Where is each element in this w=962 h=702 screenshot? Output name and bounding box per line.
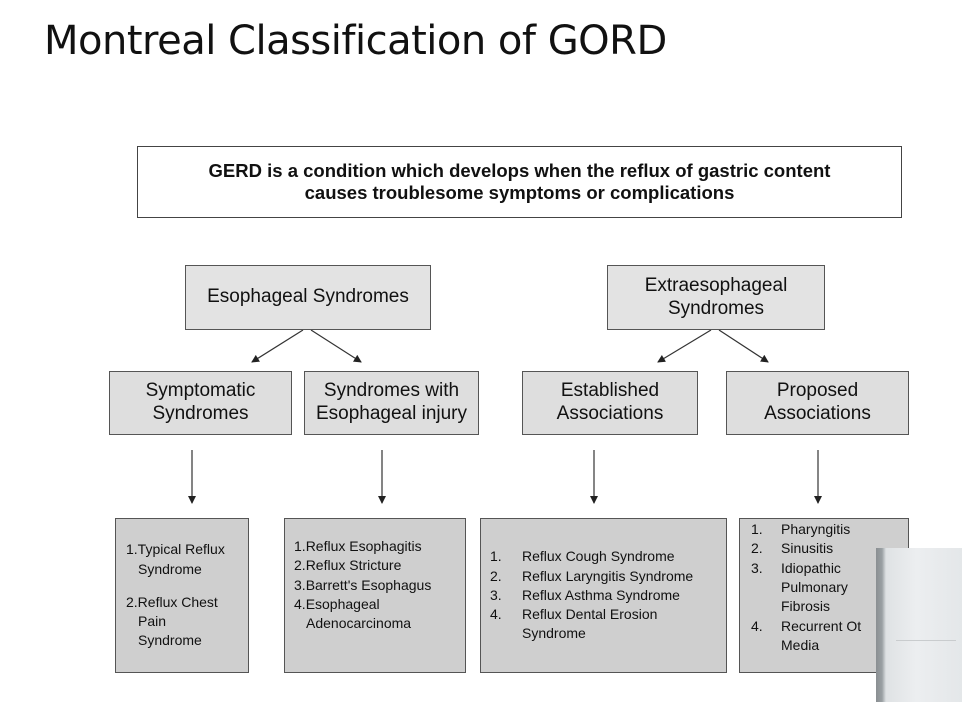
- established-associations-list-box: 1.Reflux Cough Syndrome 2.Reflux Laryngi…: [480, 518, 727, 673]
- list-item: 2.Reflux Chest: [126, 593, 218, 610]
- extraesophageal-syndromes-box: Extraesophageal Syndromes: [607, 265, 825, 330]
- list-item: Pulmonary: [781, 578, 848, 595]
- esophageal-syndromes-label: Esophageal Syndromes: [207, 286, 409, 308]
- list-item: 1.Reflux Cough Syndrome: [490, 548, 675, 565]
- esophageal-injury-list-box: 1. Reflux Esophagitis 2. Reflux Strictur…: [284, 518, 466, 673]
- list-item: 3.Idiopathic: [751, 559, 841, 576]
- list-item: 2. Reflux Stricture: [294, 557, 402, 574]
- arrow-esophageal-to-injury: [310, 329, 362, 363]
- symptomatic-syndromes-box: Symptomatic Syndromes: [109, 371, 292, 435]
- injury-line-2: Esophageal injury: [315, 403, 468, 424]
- established-associations-box: Established Associations: [522, 371, 698, 435]
- extraesophageal-line-1: Extraesophageal: [644, 274, 788, 296]
- proposed-associations-box: Proposed Associations: [726, 371, 909, 435]
- list-item: Adenocarcinoma: [306, 615, 412, 632]
- list-item: 3. Barrett's Esophagus: [294, 576, 432, 593]
- list-item: 4.Esophageal: [294, 595, 380, 612]
- list-item: Syndrome: [138, 632, 202, 649]
- arrow-extraesophageal-to-established: [657, 329, 712, 363]
- list-item: 4.Recurrent Ot: [751, 617, 862, 634]
- list-item: Media: [781, 636, 820, 653]
- esophageal-syndromes-box: Esophageal Syndromes: [185, 265, 431, 330]
- list-item: 2.Reflux Laryngitis Syndrome: [490, 567, 694, 584]
- list-item: Pain: [138, 613, 167, 630]
- arrow-extraesophageal-to-proposed: [718, 329, 769, 363]
- list-item: 2.Sinusitis: [751, 540, 834, 557]
- definition-line-2: causes troublesome symptoms or complicat…: [304, 182, 735, 203]
- proposed-line-1: Proposed: [776, 380, 859, 402]
- list-item: Syndrome: [138, 560, 202, 577]
- paper-fold-line: [896, 640, 956, 641]
- symptomatic-line-2: Syndromes: [152, 403, 249, 424]
- list-item: Fibrosis: [781, 598, 831, 615]
- list-item: 1.Pharyngitis: [751, 521, 851, 537]
- symptomatic-line-1: Symptomatic: [145, 380, 256, 402]
- established-line-1: Established: [560, 380, 660, 402]
- gerd-definition-box: GERD is a condition which develops when …: [137, 146, 902, 218]
- list-item: 4.Reflux Dental Erosion: [490, 606, 658, 623]
- definition-line-1: GERD is a condition which develops when …: [208, 159, 831, 181]
- video-overlay-thumbnail: [876, 548, 962, 702]
- arrow-esophageal-to-symptomatic: [251, 329, 304, 363]
- injury-line-1: Syndromes with: [323, 380, 460, 402]
- extraesophageal-line-2: Syndromes: [667, 297, 765, 319]
- list-item: 3.Reflux Asthma Syndrome: [490, 586, 680, 603]
- page-title: Montreal Classification of GORD: [44, 18, 667, 64]
- list-item: 1. Reflux Esophagitis: [294, 538, 422, 554]
- proposed-line-2: Associations: [764, 403, 871, 424]
- esophageal-injury-box: Syndromes with Esophageal injury: [304, 371, 479, 435]
- list-item: Syndrome: [522, 625, 586, 642]
- symptomatic-list-box: 1.Typical Reflux Syndrome 2.Reflux Chest…: [115, 518, 249, 673]
- list-item: 1.Typical Reflux: [126, 541, 225, 558]
- established-line-2: Associations: [556, 403, 664, 424]
